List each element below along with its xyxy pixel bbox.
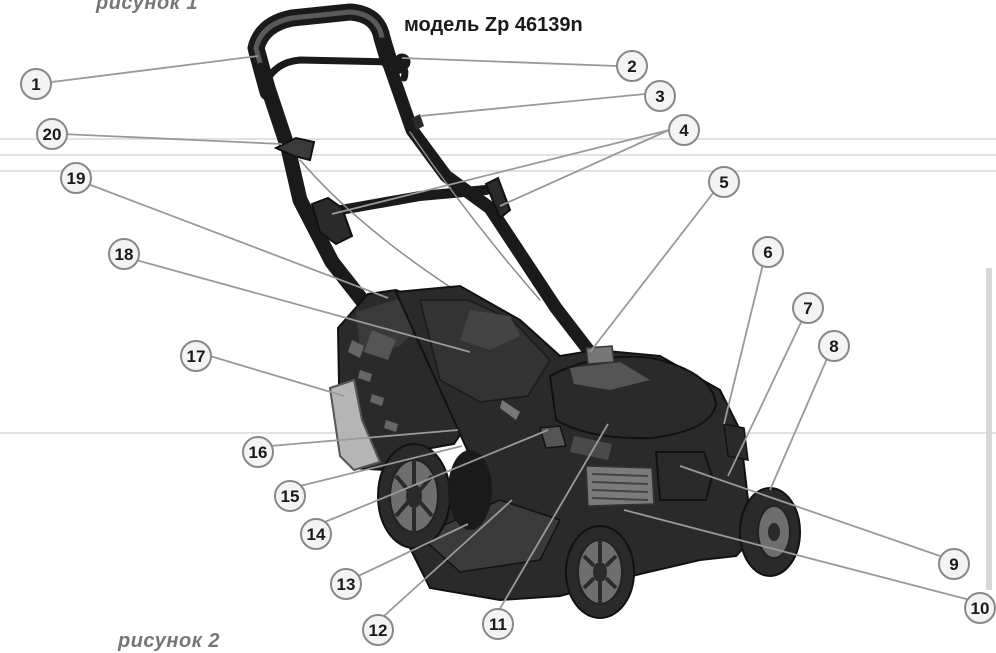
callout-4: 4 — [668, 114, 700, 146]
cable — [299, 159, 471, 301]
callout-16: 16 — [242, 436, 274, 468]
callout-12: 12 — [362, 614, 394, 646]
cross-bar — [313, 185, 491, 219]
scan-line-2 — [0, 154, 996, 156]
callout-label: 11 — [489, 615, 507, 634]
callout-15: 15 — [274, 480, 306, 512]
callout-6: 6 — [752, 236, 784, 268]
scan-line-3 — [0, 170, 996, 172]
callout-3: 3 — [644, 80, 676, 112]
callout-1: 1 — [20, 68, 52, 100]
brake-bail — [262, 56, 409, 86]
callout-label: 8 — [829, 337, 838, 356]
callout-label: 3 — [655, 87, 664, 106]
callout-label: 13 — [337, 575, 356, 594]
callout-2: 2 — [616, 50, 648, 82]
figure-caption-bottom: рисунок 2 — [118, 630, 221, 652]
callout-label: 10 — [971, 599, 990, 618]
callout-label: 4 — [679, 121, 689, 140]
callout-8: 8 — [818, 330, 850, 362]
leader-lines — [51, 55, 971, 617]
figure-caption-top: рисунок 1 — [96, 0, 199, 14]
callout-13: 13 — [330, 568, 362, 600]
callout-label: 14 — [307, 525, 326, 544]
callout-label: 7 — [803, 299, 812, 318]
page-edge-bar — [986, 268, 992, 590]
engine — [500, 345, 749, 507]
callout-11: 11 — [482, 608, 514, 640]
callout-label: 15 — [281, 487, 300, 506]
scan-line-1 — [0, 138, 996, 140]
callout-18: 18 — [108, 238, 140, 270]
rear-wheel — [377, 443, 451, 549]
callout-label: 19 — [67, 169, 86, 188]
bag-fabric — [328, 378, 382, 472]
model-title: модель Zp 46139n — [404, 14, 583, 36]
callout-9: 9 — [938, 548, 970, 580]
fuel-cap — [585, 345, 615, 365]
callout-7: 7 — [792, 292, 824, 324]
air-filter-box — [654, 451, 714, 501]
callout-19: 19 — [60, 162, 92, 194]
callout-label: 2 — [627, 57, 636, 76]
callout-14: 14 — [300, 518, 332, 550]
callout-20: 20 — [36, 118, 68, 150]
callout-label: 16 — [249, 443, 268, 462]
handle-knobs — [273, 114, 512, 246]
rear-wheel-inner — [448, 450, 492, 530]
callout-label: 20 — [43, 125, 62, 144]
callout-5: 5 — [708, 166, 740, 198]
callout-10: 10 — [964, 592, 996, 624]
callout-label: 6 — [763, 243, 772, 262]
callout-label: 5 — [719, 173, 728, 192]
front-wheel-right — [739, 487, 801, 577]
callout-17: 17 — [180, 340, 212, 372]
callout-label: 12 — [369, 621, 388, 640]
speed-lever — [273, 136, 316, 162]
callout-label: 1 — [31, 75, 40, 94]
callout-label: 18 — [115, 245, 134, 264]
callouts: 1 2 3 4 5 6 7 8 9 10 11 12 13 14 15 16 1… — [20, 50, 996, 646]
front-wheel-left — [565, 525, 635, 619]
callout-label: 9 — [949, 555, 958, 574]
callout-label: 17 — [187, 347, 206, 366]
